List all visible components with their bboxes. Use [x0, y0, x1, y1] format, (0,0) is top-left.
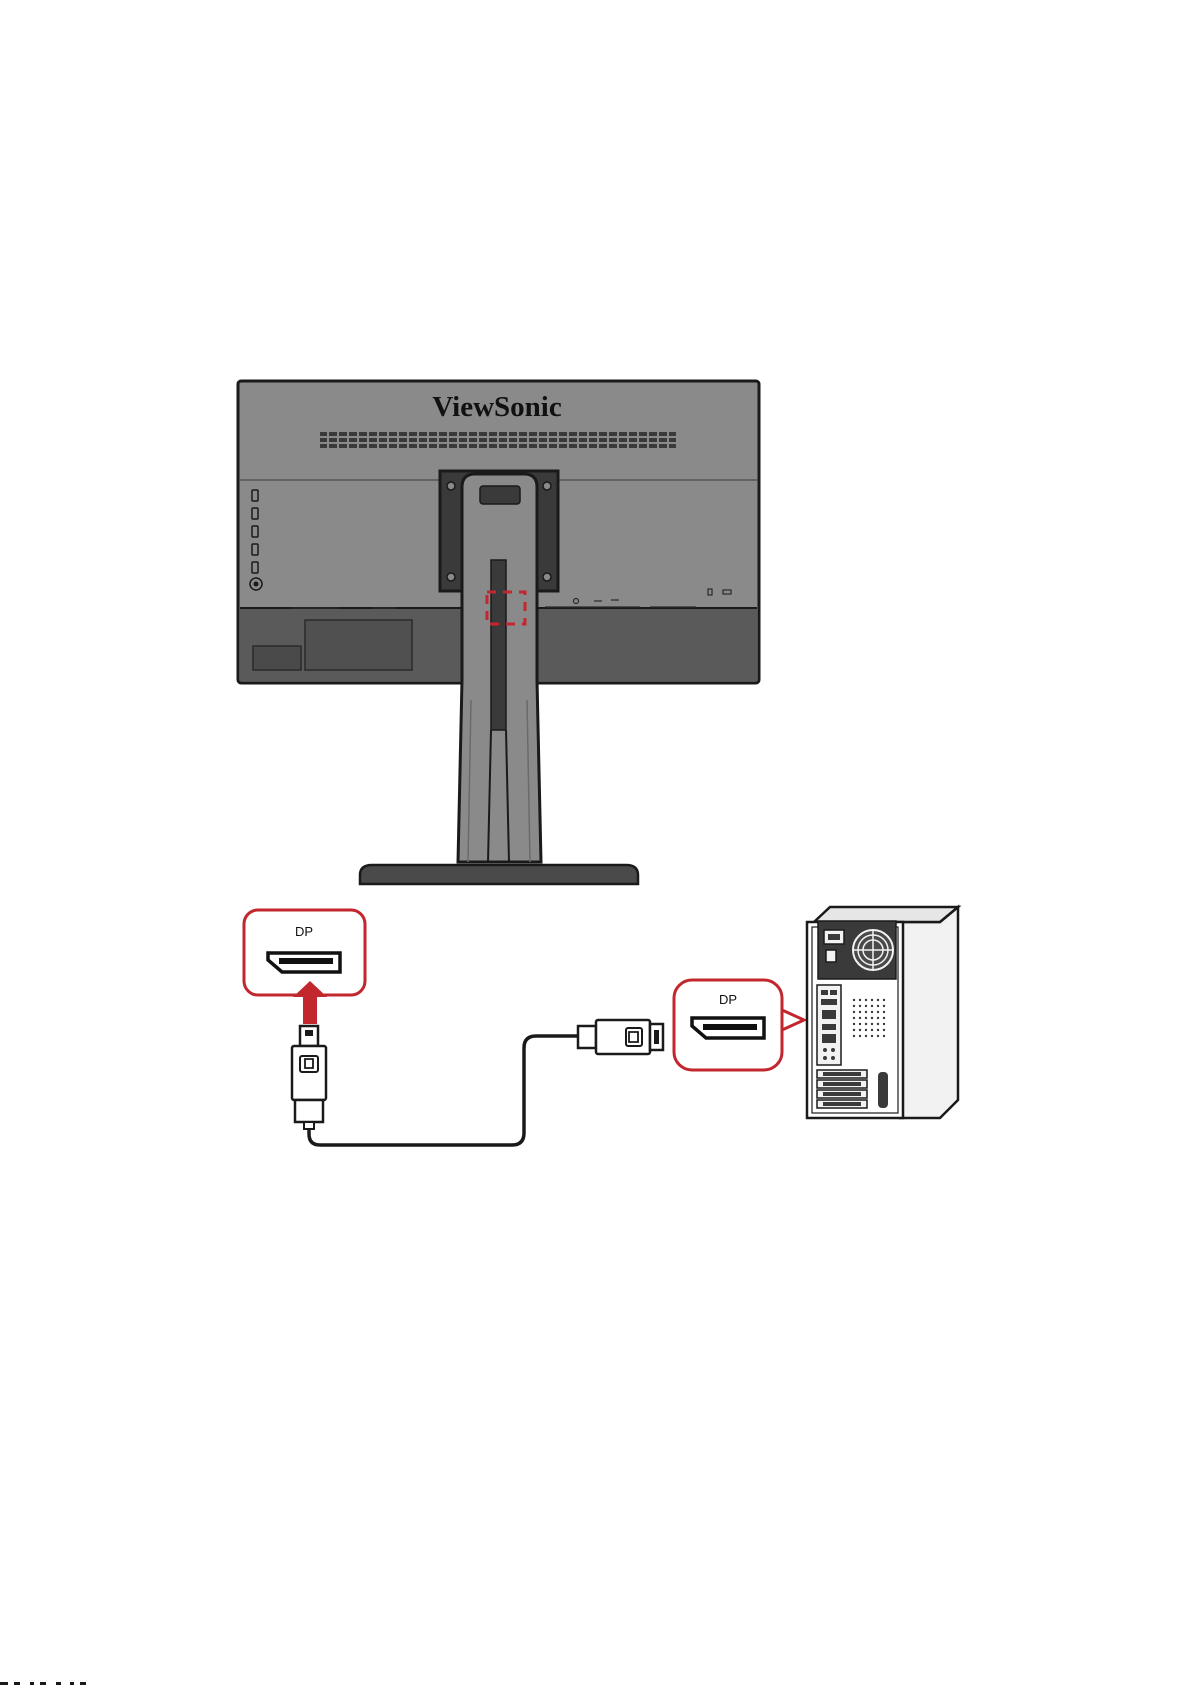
pc-tower-rear-view [807, 907, 958, 1118]
displayport-cable [309, 1036, 589, 1145]
cable-channel [491, 560, 506, 730]
monitor-brand-logo: ViewSonic [432, 391, 562, 423]
monitor-dp-port-label: DP [295, 924, 313, 939]
monitor-dp-port-callout: DP [244, 910, 365, 995]
pc-dp-port-label: DP [719, 992, 737, 1007]
monitor-vents [320, 431, 676, 449]
monitor-rear-view: ViewSonic [238, 381, 759, 884]
pc-dp-port-callout: DP [674, 980, 804, 1070]
displayport-plug-pc-side [578, 1020, 663, 1054]
monitor-stand-base [360, 865, 638, 884]
displayport-plug-icon [292, 1026, 326, 1129]
